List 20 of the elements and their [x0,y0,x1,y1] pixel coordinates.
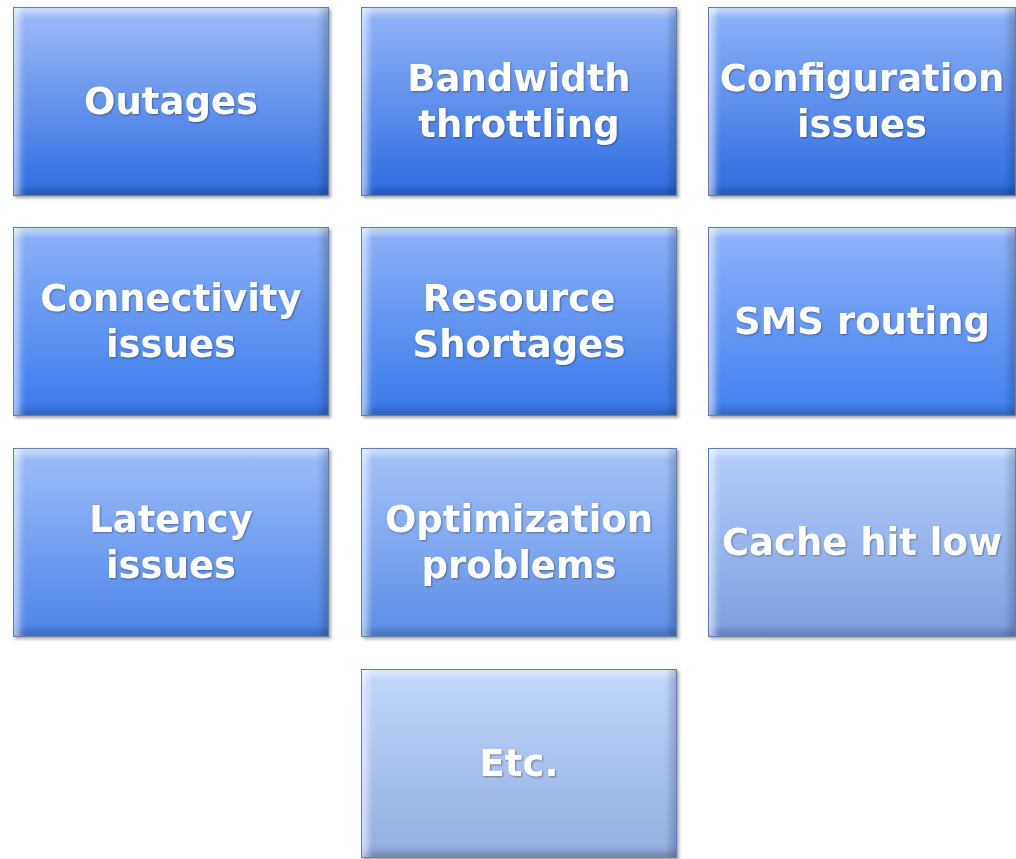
category-box [361,227,677,416]
category-box [708,448,1016,637]
category-label: Connectivity issues [39,276,303,367]
category-box [361,669,677,858]
category-label: SMS routing [732,298,992,345]
category-label: Cache hit low [720,519,1004,566]
category-box [13,448,329,637]
category-box [361,7,677,196]
category-label: Latency issues [88,497,254,588]
category-box [708,7,1016,196]
category-label: Bandwidth throttling [406,56,632,147]
category-box [708,227,1016,416]
category-label: Outages [82,78,260,125]
category-box [361,448,677,637]
category-box [13,227,329,416]
category-label: Optimization problems [383,497,655,588]
category-label: Etc. [478,740,560,787]
category-label: Resource Shortages [411,276,627,367]
category-box [13,7,329,196]
category-label: Configuration issues [718,56,1006,147]
